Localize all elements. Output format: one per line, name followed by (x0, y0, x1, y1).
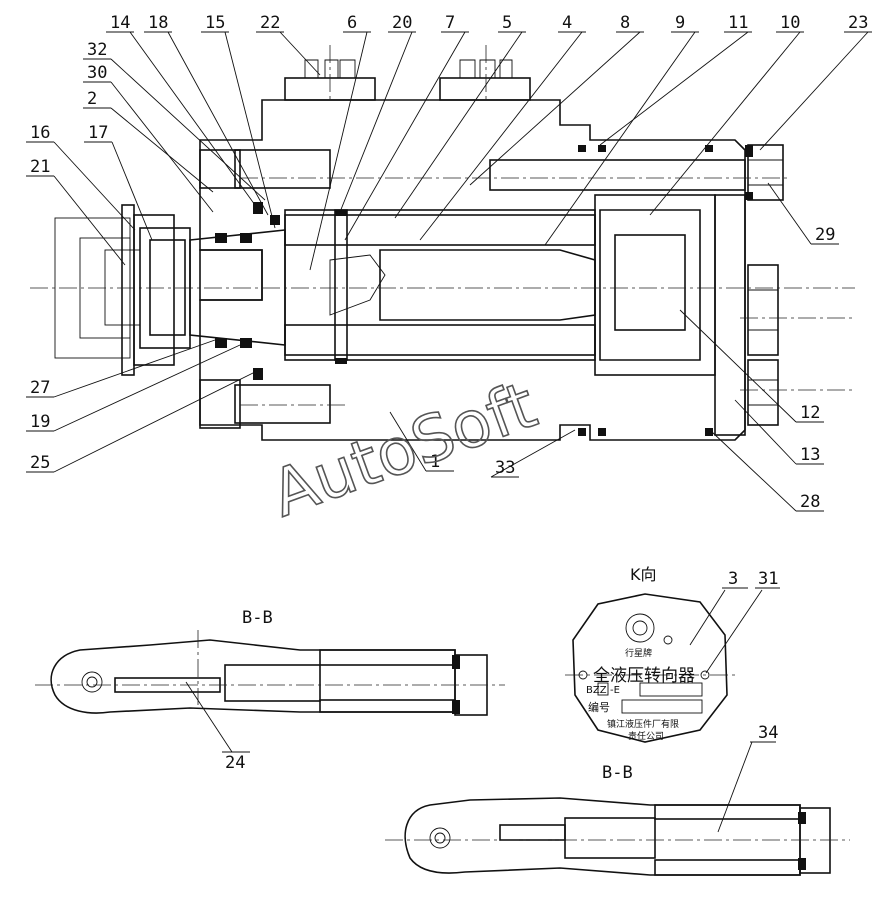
callout-19: 19 (30, 412, 50, 432)
leader-line (649, 31, 801, 216)
top-bolt (234, 149, 331, 189)
callout-22: 22 (260, 13, 280, 33)
end-bolt-3 (747, 359, 779, 426)
callout-33: 33 (495, 458, 515, 478)
leader-line (309, 31, 368, 271)
callout-7: 7 (445, 13, 455, 33)
autosoft-watermark: AutoSoft (261, 368, 546, 533)
leader-line (389, 411, 427, 472)
nameplate-brand: 行星牌 (625, 647, 652, 659)
svg-text:AutoSoft: AutoSoft (262, 368, 546, 532)
callout-18: 18 (148, 13, 168, 33)
callout-20: 20 (392, 13, 412, 33)
leader-line (490, 429, 576, 478)
nameplate-maker-line1: 镇江液压件厂有限 (607, 718, 679, 730)
callout-23: 23 (848, 13, 868, 33)
leader-line (167, 31, 269, 216)
callout-8: 8 (620, 13, 630, 33)
main-section-view (30, 45, 855, 441)
leader-line (224, 31, 276, 229)
nameplate-model-suffix: -E (610, 685, 620, 696)
callout-28: 28 (800, 492, 820, 512)
callout-group: 14 18 15 22 6 20 7 5 4 8 9 11 10 23 32 30 2 16 17 21 27 19 25 2… (26, 13, 872, 512)
callout-9: 9 (675, 13, 685, 33)
leader-line (129, 31, 256, 206)
leader-line (711, 431, 797, 512)
callout-10: 10 (780, 13, 800, 33)
cross-pin (334, 209, 348, 361)
leader-line (110, 81, 214, 213)
meter-chamber (594, 194, 716, 376)
callout-3: 3 (728, 569, 738, 589)
leader-line (53, 371, 256, 473)
leader-line (53, 344, 241, 432)
callout-2: 2 (87, 89, 97, 109)
leader-line (679, 309, 797, 423)
nameplate-product: 全液压转向器 (593, 666, 695, 686)
leader-line (339, 31, 413, 213)
port-right (439, 77, 531, 101)
callout-24: 24 (225, 753, 245, 773)
callout-31: 31 (758, 569, 778, 589)
input-shaft (189, 229, 286, 346)
nameplate-model: BZZ (586, 685, 607, 696)
leader-line (599, 31, 749, 146)
callout-21: 21 (30, 157, 50, 177)
front-cap-bore (199, 249, 263, 301)
leader-line (394, 31, 523, 219)
rotor (599, 209, 701, 361)
leader-line (279, 31, 321, 76)
leader-line (419, 31, 583, 241)
leader-line (53, 141, 136, 231)
callout-14: 14 (110, 13, 130, 33)
leader-line (110, 58, 266, 201)
nameplate-maker-line2: 责任公司 (628, 730, 664, 742)
spool-bore (284, 209, 596, 361)
section-bb-right-label: B-B (602, 763, 633, 783)
end-bolt-2 (747, 264, 779, 356)
leader-line (110, 107, 214, 193)
callout-34: 34 (758, 723, 778, 743)
leader-line (344, 31, 466, 241)
input-flange (121, 204, 135, 376)
callout-17: 17 (88, 123, 108, 143)
leader-line (53, 339, 216, 398)
callout-11: 11 (728, 13, 748, 33)
leader-line (469, 31, 641, 186)
end-cap (714, 194, 746, 436)
callout-30: 30 (87, 63, 107, 83)
leader-line (734, 399, 797, 465)
callout-1: 1 (430, 452, 440, 472)
nameplate-view (565, 593, 735, 743)
leader-line (767, 182, 812, 245)
callout-6: 6 (347, 13, 357, 33)
bottom-bolt (234, 384, 331, 424)
callout-27: 27 (30, 378, 50, 398)
nameplate-serial-label: 编号 (588, 700, 610, 714)
drive-shaft (379, 249, 596, 321)
leader-line (759, 31, 869, 151)
callout-29: 29 (815, 225, 835, 245)
callout-16: 16 (30, 123, 50, 143)
callout-5: 5 (502, 13, 512, 33)
leader-line (53, 175, 126, 266)
callout-15: 15 (205, 13, 225, 33)
section-bb-left-label: B-B (242, 608, 273, 628)
callout-12: 12 (800, 403, 820, 423)
callout-4: 4 (562, 13, 572, 33)
section-bb-left (35, 630, 505, 716)
k-view-label: K向 (630, 565, 657, 584)
leader-line (544, 31, 696, 246)
end-bolt-1 (747, 144, 784, 201)
section-bb-right (385, 797, 850, 876)
callout-13: 13 (800, 445, 820, 465)
leader-line (111, 141, 153, 241)
callout-32: 32 (87, 40, 107, 60)
callout-25: 25 (30, 453, 50, 473)
